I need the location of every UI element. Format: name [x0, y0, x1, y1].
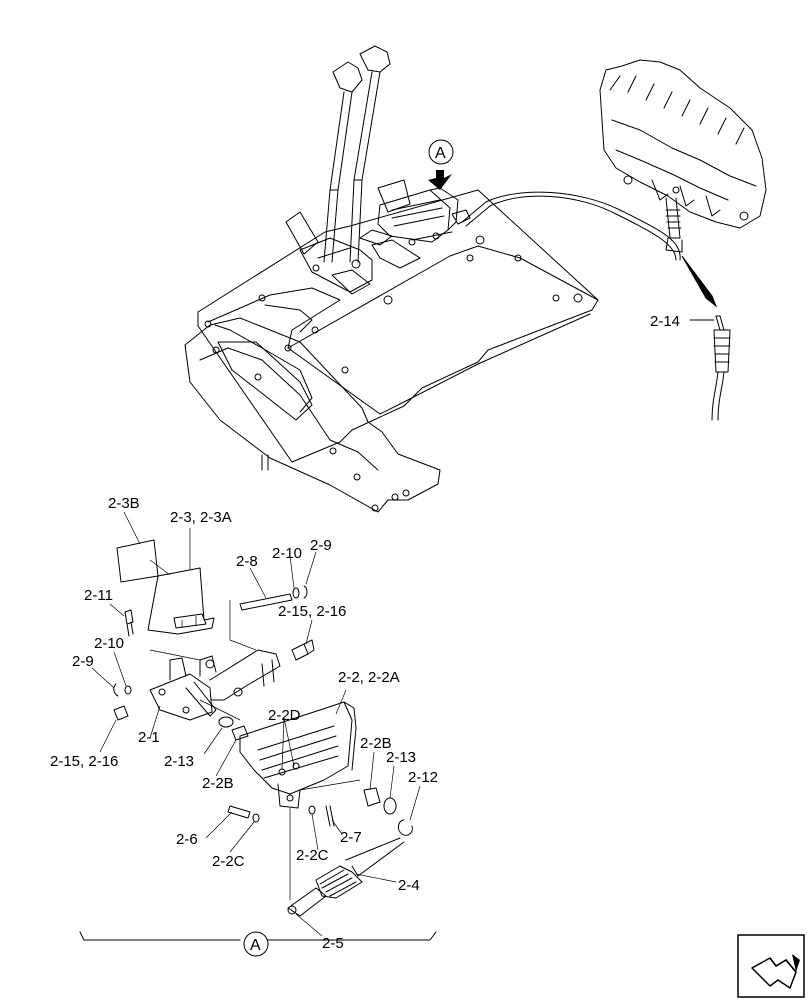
- callout-labels: 2-3B 2-3, 2-3A 2-8 2-10 2-9 2-11 2-15, 2…: [50, 495, 438, 952]
- view-a-bracket: [79, 931, 437, 941]
- callout-2-2C-right: 2-2C: [296, 847, 329, 864]
- callout-2-2D: 2-2D: [268, 707, 301, 724]
- callout-2-13-left: 2-13: [164, 753, 194, 770]
- callout-2-14: 2-14: [650, 313, 680, 330]
- callout-2-2B-left: 2-2B: [202, 775, 234, 792]
- cable-end-2-14: [711, 315, 731, 421]
- callout-2-2: 2-2, 2-2A: [338, 669, 400, 686]
- bracket-2-1: [149, 673, 213, 721]
- callout-2-3B: 2-3B: [108, 495, 140, 512]
- callout-2-5: 2-5: [322, 935, 344, 952]
- callout-2-2C-left: 2-2C: [212, 853, 245, 870]
- callout-2-9-left: 2-9: [72, 653, 94, 670]
- callout-2-2B-right: 2-2B: [360, 735, 392, 752]
- leader-arrow-2-14: [681, 255, 718, 308]
- callout-2-7: 2-7: [340, 829, 362, 846]
- callout-2-6: 2-6: [176, 831, 198, 848]
- callout-2-8: 2-8: [236, 553, 258, 570]
- callout-leaders: [91, 511, 421, 937]
- callout-2-1: 2-1: [138, 729, 160, 746]
- callout-2-3: 2-3, 2-3A: [170, 509, 232, 526]
- callout-2-15-bottom: 2-15, 2-16: [50, 753, 118, 770]
- callout-2-4: 2-4: [398, 877, 420, 894]
- callout-2-10-left: 2-10: [94, 635, 124, 652]
- pedal-exploded-view: [113, 539, 413, 917]
- detail-marker-a-label: A: [435, 145, 446, 162]
- callout-2-15-top: 2-15, 2-16: [278, 603, 346, 620]
- callout-2-12: 2-12: [408, 769, 438, 786]
- view-a-marker-label: A: [250, 937, 261, 954]
- pedal-plate-2-3: [147, 567, 215, 635]
- callout-2-13-right: 2-13: [386, 749, 416, 766]
- detail-marker-a: [428, 139, 454, 165]
- travel-lever-assembly: [285, 45, 471, 295]
- callout-2-11: 2-11: [84, 587, 113, 604]
- pin-2-8: [239, 593, 293, 611]
- view-a-marker: [243, 931, 269, 957]
- callout-2-9-top: 2-9: [310, 537, 332, 554]
- control-cable: [461, 191, 681, 261]
- pedal-2-2: [239, 701, 353, 795]
- cab-floor-plate: [184, 189, 599, 513]
- callout-2-10-top: 2-10: [272, 545, 302, 562]
- next-page-arrow-icon[interactable]: [737, 934, 805, 998]
- control-valve: [599, 59, 767, 253]
- view-arrow-a: [428, 170, 452, 190]
